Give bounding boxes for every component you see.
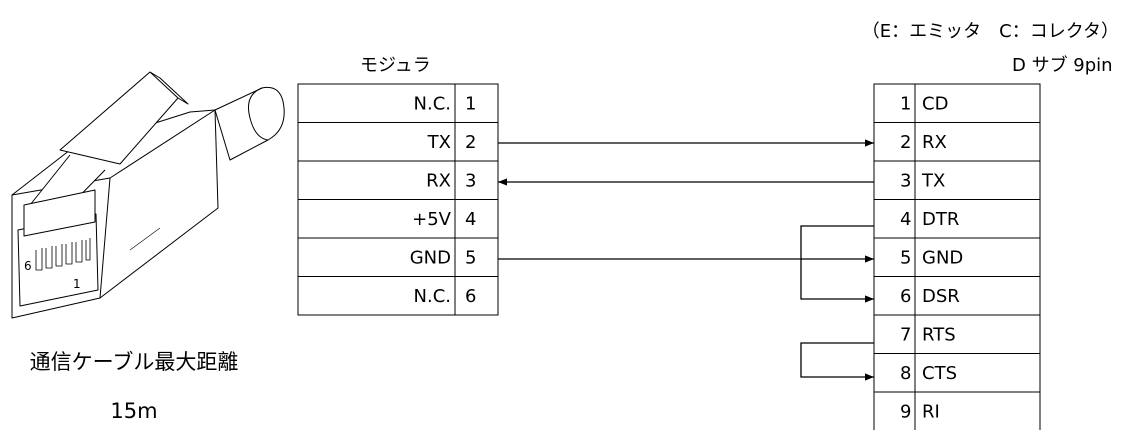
dsub-row: 2 RX <box>873 122 1041 162</box>
modular-row: GND 5 <box>297 237 499 277</box>
modular-signal-label: N.C. <box>414 286 451 307</box>
dsub-name-cell <box>914 391 1041 430</box>
modular-signal-label: RX <box>426 170 451 191</box>
dsub-row: 4 DTR <box>873 199 1041 239</box>
dsub-pin-number: 9 <box>900 401 911 422</box>
modular-signal-label: +5V <box>412 209 452 230</box>
modular-row: N.C. 1 <box>297 83 499 123</box>
wire-rts-cts-loopback <box>800 342 874 381</box>
modular-title: モジュラ <box>360 55 431 76</box>
cable-caption-line1: 通信ケーブル最大距離 <box>30 350 239 374</box>
modular-pin-cell <box>454 199 499 239</box>
modular-row: +5V 4 <box>297 199 499 239</box>
modular-row: RX 3 <box>297 160 499 200</box>
modular-name-cell <box>297 199 456 239</box>
dsub-row: 1 CD <box>873 83 1041 123</box>
dsub-row: 6 DSR <box>873 276 1041 316</box>
modular-pin-cell <box>454 276 499 316</box>
dsub-name-cell <box>914 237 1041 277</box>
modular-pin-cell <box>454 122 499 162</box>
dsub-row: 8 CTS <box>873 353 1041 393</box>
dsub-name-cell <box>914 122 1041 162</box>
modular-pin-number: 3 <box>465 170 476 191</box>
dsub-pin-number: 1 <box>900 93 911 114</box>
dsub-pin-cell <box>873 391 916 430</box>
modular-name-cell <box>297 160 456 200</box>
modular-signal-label: TX <box>427 132 451 153</box>
dsub-pin-number: 7 <box>900 324 911 345</box>
connector-pin-label-first: 6 <box>24 259 32 273</box>
dsub-signal-label: DSR <box>922 286 960 307</box>
dsub-signal-label: CTS <box>922 363 957 384</box>
dsub-signal-label: RX <box>922 132 947 153</box>
dsub-name-cell <box>914 160 1041 200</box>
modular-pin-number: 4 <box>465 209 476 230</box>
connector-pin-label-last: 1 <box>73 277 81 291</box>
dsub-pin-number: 5 <box>900 247 911 268</box>
modular-pin-number: 5 <box>465 247 476 268</box>
modular-pin-cell <box>454 160 499 200</box>
dsub-name-cell <box>914 353 1041 393</box>
modular-name-cell <box>297 122 456 162</box>
dsub-pin-cell <box>873 276 916 316</box>
dsub-row: 7 RTS <box>873 314 1041 354</box>
dsub-row: 9 RI <box>873 391 1041 430</box>
modular-pin-cell <box>454 237 499 277</box>
dsub-pin-number: 2 <box>900 132 911 153</box>
dsub-pin-cell <box>873 314 916 354</box>
dsub-name-cell <box>914 314 1041 354</box>
dsub-pin-number: 4 <box>900 209 911 230</box>
dsub-row: 3 TX <box>873 160 1041 200</box>
dsub-signal-label: CD <box>922 93 948 114</box>
modular-pin-cell <box>454 83 499 123</box>
legend-note: （E：エミッタ C：コレクタ） <box>862 21 1119 42</box>
wire-dtr-dsr-loopback <box>800 225 874 303</box>
modular-row: N.C. 6 <box>297 276 499 316</box>
cable-caption-line2: 15m <box>110 399 157 423</box>
dsub-name-cell <box>914 276 1041 316</box>
modular-signal-label: GND <box>410 247 451 268</box>
dsub-pin-number: 3 <box>900 170 911 191</box>
dsub-signal-label: TX <box>921 170 945 191</box>
dsub-name-cell <box>914 199 1041 239</box>
modular-name-cell <box>297 276 456 316</box>
modular-pin-number: 6 <box>465 286 476 307</box>
dsub-pin-number: 8 <box>900 363 911 384</box>
wires <box>498 139 874 381</box>
dsub-pin-cell <box>873 353 916 393</box>
modular-signal-label: N.C. <box>414 93 451 114</box>
dsub-pin-number: 6 <box>900 286 911 307</box>
dsub-signal-label: DTR <box>922 209 959 230</box>
dsub-pin-table: 1 CD 2 RX 3 TX 4 DTR 5 GND 6 DSR 7 RTS 8 CTS 9 RI <box>873 83 1041 430</box>
modular-pin-number: 1 <box>465 93 476 114</box>
modular-name-cell <box>297 83 456 123</box>
dsub-signal-label: GND <box>922 247 963 268</box>
modular-row: TX 2 <box>297 122 499 162</box>
dsub-title: D サブ 9pin <box>1012 54 1113 76</box>
dsub-signal-label: RI <box>922 401 940 422</box>
dsub-signal-label: RTS <box>922 324 956 345</box>
dsub-name-cell <box>914 83 1041 123</box>
modular-pin-number: 2 <box>465 132 476 153</box>
modular-connector-illustration <box>11 71 285 319</box>
dsub-row: 5 GND <box>873 237 1041 277</box>
